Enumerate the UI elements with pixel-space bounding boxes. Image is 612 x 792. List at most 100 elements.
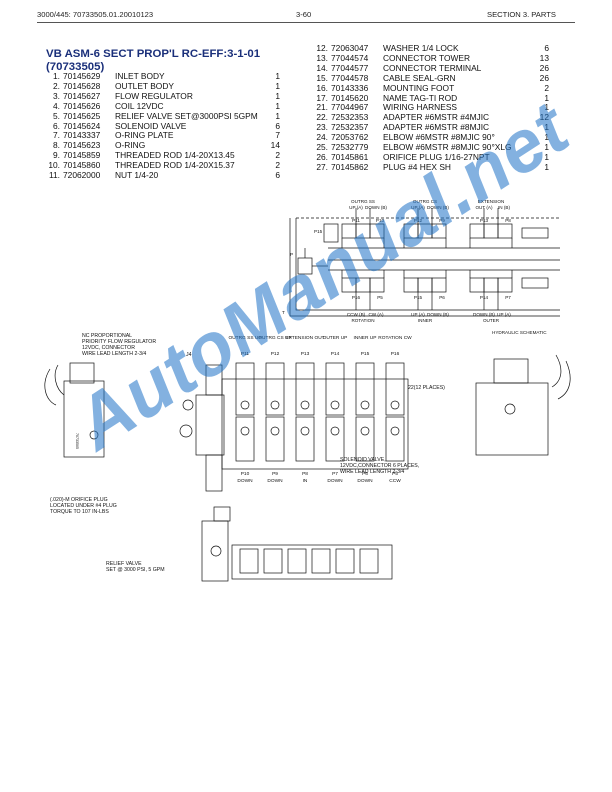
assembly-top-port-label: P12 bbox=[271, 351, 280, 357]
part-number: 70145861 bbox=[331, 151, 369, 162]
schematic-top-group-label: OUTRG SS bbox=[351, 199, 375, 204]
schematic-bottom-port-label: CW (A) bbox=[368, 312, 384, 317]
relief-callout-line1: RELIEF VALVE bbox=[106, 561, 142, 567]
schematic-bottom-group-label: OUTER bbox=[483, 318, 500, 323]
side-wire-leads bbox=[44, 364, 65, 406]
part-item-number: 23. bbox=[316, 122, 328, 133]
part-item-number: 27. bbox=[316, 161, 328, 172]
part-quantity: 6 bbox=[544, 43, 549, 53]
part-item-number: 7. bbox=[53, 130, 60, 141]
schematic-top-port-label: UP (A) bbox=[411, 205, 425, 210]
assembly-top-port-label: P14 bbox=[331, 351, 340, 357]
part-number: 70145627 bbox=[63, 90, 101, 101]
part-number: 70145860 bbox=[63, 160, 101, 171]
part-number: 70143337 bbox=[63, 130, 101, 141]
part-quantity: 26 bbox=[539, 62, 549, 73]
flow-reg-callout-line1: NC PROPORTIONAL bbox=[82, 333, 132, 339]
part-number: 70145628 bbox=[63, 80, 101, 91]
part-item-number: 6. bbox=[53, 120, 60, 131]
side-port-plug bbox=[89, 430, 99, 440]
part-quantity: 14 bbox=[270, 140, 280, 151]
relief-adjuster bbox=[210, 545, 222, 557]
assembly-title: VB ASM-6 SECT PROP'L RC-EFF:3-1-01 (7073… bbox=[46, 48, 336, 74]
part-description: CONNECTOR TERMINAL bbox=[383, 62, 482, 73]
part-quantity: 13 bbox=[539, 52, 549, 63]
part-number: 70145859 bbox=[63, 150, 101, 161]
right-wire-leads bbox=[551, 354, 571, 400]
part-item-number: 1. bbox=[53, 71, 60, 81]
flow-reg-callout-line3: 12VDC, CONNECTOR bbox=[82, 345, 135, 351]
relief-cartridge-front bbox=[205, 454, 223, 492]
part-description: CABLE SEAL-GRN bbox=[383, 72, 456, 83]
assembly-column-header: EXTENSION OUT bbox=[285, 335, 324, 341]
header-rule bbox=[37, 22, 575, 23]
part-description: THREADED ROD 1/4-20X13.45 bbox=[115, 150, 235, 161]
part-quantity: 1 bbox=[544, 122, 549, 133]
schematic-top-valve-label: P10 bbox=[376, 218, 385, 223]
schematic-t-label: T bbox=[282, 310, 285, 315]
part-item-number: 13. bbox=[316, 52, 328, 63]
schematic-bottom-valve-label: P16 bbox=[352, 295, 361, 300]
part-number: 70143336 bbox=[331, 82, 369, 93]
solenoid-callout-line2: 12VDC,CONNECTOR 6 PLACES, bbox=[340, 463, 419, 469]
assembly-column-header: OUTER UP bbox=[323, 335, 348, 341]
part-number: 72053762 bbox=[331, 132, 369, 143]
assembly-bottom-function-label: CCW bbox=[389, 478, 401, 484]
part-description: NUT 1/4-20 bbox=[115, 170, 159, 181]
schematic-caption: HYDRAULIC SCHEMATIC bbox=[492, 330, 547, 335]
part-item-number: 3. bbox=[53, 90, 60, 101]
schematic-top-valve-label: P8 bbox=[505, 218, 511, 223]
part-description: WASHER 1/4 LOCK bbox=[383, 43, 459, 53]
elbow-fitting-24 bbox=[182, 399, 194, 411]
assembly-column-header: ROTATION CW bbox=[378, 335, 412, 341]
relief-callout-line2: SET @ 3000 PSI, 5 GPM bbox=[106, 567, 165, 573]
schematic-p15-label: P15 bbox=[314, 229, 323, 234]
schematic-top-valve-label: P9 bbox=[439, 218, 445, 223]
part-description: NAME TAG-TI ROD bbox=[383, 92, 458, 103]
assembly-bottom-port-label: P6 bbox=[362, 471, 368, 477]
part-description: ELBOW #6MSTR #8MJIC 90° bbox=[383, 132, 495, 143]
part-quantity: 1 bbox=[544, 161, 549, 172]
schematic-bottom-port-label: UP (A) bbox=[497, 312, 511, 317]
part-item-number: 9. bbox=[53, 150, 60, 161]
part-description: SOLENOID VALVE bbox=[115, 120, 187, 131]
schematic-bottom-port-label: DOWN (B) bbox=[427, 312, 449, 317]
orifice-callout-line3: TORQUE TO 107 IN-LBS bbox=[50, 509, 109, 515]
part-item-number: 2. bbox=[53, 80, 60, 91]
relief-valve-body bbox=[201, 520, 229, 582]
adapter-23 bbox=[504, 403, 516, 415]
part-number: 72532353 bbox=[331, 112, 369, 123]
part-description: ADAPTER #6MSTR #4MJIC bbox=[383, 112, 490, 123]
part-number: 72532357 bbox=[331, 122, 369, 133]
part-item-number: 4. bbox=[53, 100, 60, 111]
assembly-top-port-label: P11 bbox=[241, 351, 250, 357]
part-number: 72063047 bbox=[331, 43, 369, 53]
part-item-number: 10. bbox=[48, 160, 60, 171]
orifice-callout-line1: (.020)-M ORIFICE PLUG bbox=[50, 497, 108, 503]
part-number: 70145862 bbox=[331, 161, 369, 172]
assembly-title-line1: VB ASM-6 SECT PROP'L RC-EFF:3-1-01 bbox=[46, 48, 261, 60]
part-item-number: 24. bbox=[316, 132, 328, 143]
callout-22: 22(12 PLACES) bbox=[408, 385, 445, 391]
page-header-left: 3000/445: 70733505.01.20010123 bbox=[37, 10, 154, 19]
part-description: ORIFICE PLUG 1/16-27NPT bbox=[383, 151, 490, 162]
part-quantity: 1 bbox=[275, 90, 280, 101]
assembly-top-port-label: P15 bbox=[361, 351, 370, 357]
schematic-top-port-label: IN (B) bbox=[498, 205, 510, 210]
